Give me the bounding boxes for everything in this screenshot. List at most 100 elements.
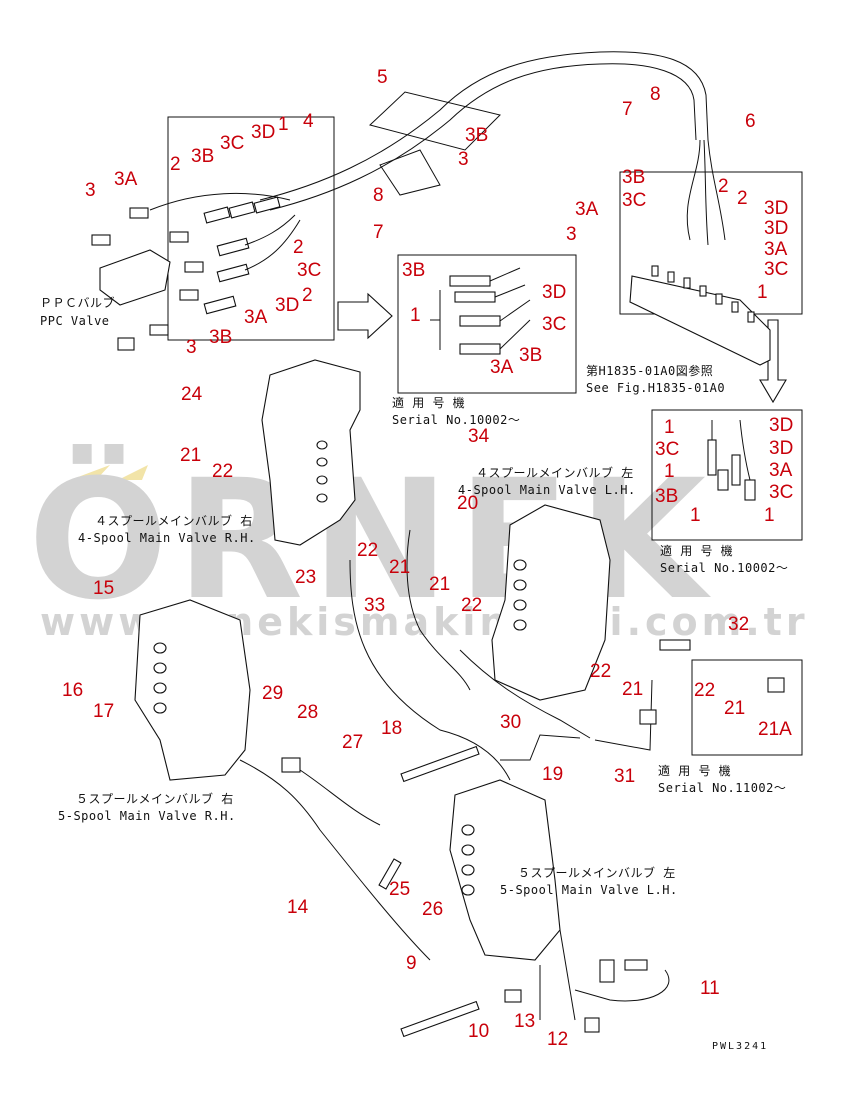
callout-3: 3	[458, 149, 469, 170]
callout-32: 32	[728, 614, 750, 635]
hose-27	[299, 769, 381, 826]
caption-4spool-rh-jp: ４スプールメインバルブ 右	[95, 514, 253, 528]
callout-22: 22	[694, 680, 716, 701]
callout-16: 16	[62, 680, 84, 701]
callout-8: 8	[373, 185, 384, 206]
ppc-fittings	[91, 207, 204, 351]
callout-1: 1	[757, 282, 768, 303]
callout-3a: 3A	[490, 357, 514, 378]
caption-ppc-jp: ＰＰＣバルブ	[40, 296, 116, 310]
callout-3d: 3D	[251, 122, 276, 143]
distribution-block	[629, 275, 771, 366]
caption-serial1-jp: 適 用 号 機	[392, 396, 466, 410]
callout-6: 6	[745, 111, 756, 132]
callout-2: 2	[302, 285, 313, 306]
callout-21: 21	[180, 445, 202, 466]
callout-3c: 3C	[220, 133, 245, 154]
callout-25: 25	[389, 879, 411, 900]
hose-14	[239, 759, 431, 961]
hose-23	[349, 559, 511, 781]
tube-5-bottom	[269, 63, 697, 211]
callout-3a: 3A	[575, 199, 599, 220]
valve-4spool-lh	[491, 504, 611, 701]
callout-4: 4	[303, 111, 314, 132]
callout-26: 26	[422, 899, 444, 920]
caption-4spool-rh-en: 4-Spool Main Valve R.H.	[78, 531, 256, 545]
caption-5spool-rh-jp: ５スプールメインバルブ 右	[76, 792, 234, 806]
caption-see-fig-en: See Fig.H1835-01A0	[586, 381, 726, 395]
hose-30	[459, 649, 591, 739]
callout-11: 11	[700, 978, 720, 999]
callout-20: 20	[457, 493, 479, 514]
callout-17: 17	[93, 701, 115, 722]
caption-5spool-rh-en: 5-Spool Main Valve R.H.	[58, 809, 236, 823]
callout-3a: 3A	[769, 460, 793, 481]
fitting-set-lower	[281, 639, 785, 1038]
callout-3c: 3C	[542, 314, 567, 335]
callout-27: 27	[342, 732, 364, 753]
valve-4spool-rh-spools	[316, 440, 328, 503]
callout-5: 5	[377, 67, 388, 88]
callout-33: 33	[364, 595, 386, 616]
callout-19: 19	[542, 764, 564, 785]
hose-11	[574, 969, 670, 1002]
callout-2: 2	[718, 176, 729, 197]
hose-31	[594, 679, 653, 751]
caption-serial3-en: Serial No.11002～	[658, 781, 787, 795]
ppc-hose-ends	[203, 196, 281, 315]
callout-22: 22	[590, 661, 612, 682]
callout-3c: 3C	[297, 260, 322, 281]
valve-4spool-rh	[261, 359, 361, 546]
drawing-code: PWL3241	[712, 1041, 769, 1052]
hose-6a	[686, 139, 701, 241]
callout-3b: 3B	[402, 260, 426, 281]
callout-21: 21	[622, 679, 644, 700]
arrow-down	[759, 319, 787, 404]
callout-7: 7	[622, 99, 633, 120]
hose-6b	[707, 139, 726, 241]
callout-3d: 3D	[275, 295, 300, 316]
callout-23: 23	[295, 567, 317, 588]
hose-6c	[703, 139, 709, 246]
callout-3d: 3D	[542, 282, 567, 303]
callout-2: 2	[737, 188, 748, 209]
callout-3c: 3C	[764, 259, 789, 280]
callout-18: 18	[381, 718, 403, 739]
callout-21: 21	[724, 698, 746, 719]
hose-33	[406, 529, 471, 691]
callout-3: 3	[566, 224, 577, 245]
callout-1: 1	[278, 114, 289, 135]
callout-3b: 3B	[465, 125, 489, 146]
callout-21: 21	[429, 574, 451, 595]
ppc-hose-b	[244, 214, 296, 246]
callout-21a: 21A	[758, 719, 792, 740]
callout-22: 22	[212, 461, 234, 482]
callout-28: 28	[297, 702, 319, 723]
callout-7: 7	[373, 222, 384, 243]
ppc-hose-c	[244, 219, 301, 271]
valve-5spool-rh-spools	[153, 642, 167, 714]
callout-3c: 3C	[622, 190, 647, 211]
frame-ppc-hoses	[167, 116, 335, 341]
callout-3: 3	[186, 337, 197, 358]
callout-3d: 3D	[764, 198, 789, 219]
callout-3c: 3C	[655, 439, 680, 460]
callout-2: 2	[170, 154, 181, 175]
caption-serial1-en: Serial No.10002～	[392, 413, 521, 427]
callout-34: 34	[468, 426, 490, 447]
callout-14: 14	[287, 897, 309, 918]
callout-21: 21	[389, 557, 411, 578]
callout-3b: 3B	[622, 167, 646, 188]
arrow-right	[337, 292, 393, 340]
callout-3a: 3A	[114, 169, 138, 190]
ppc-valve-body	[99, 249, 171, 306]
callout-8: 8	[650, 84, 661, 105]
callout-1: 1	[410, 305, 421, 326]
serial-detail-fittings	[707, 419, 756, 501]
callout-3b: 3B	[191, 146, 215, 167]
callout-3d: 3D	[769, 415, 794, 436]
callout-3a: 3A	[244, 307, 268, 328]
caption-ppc-en: PPC Valve	[40, 314, 110, 328]
callout-3c: 3C	[769, 482, 794, 503]
